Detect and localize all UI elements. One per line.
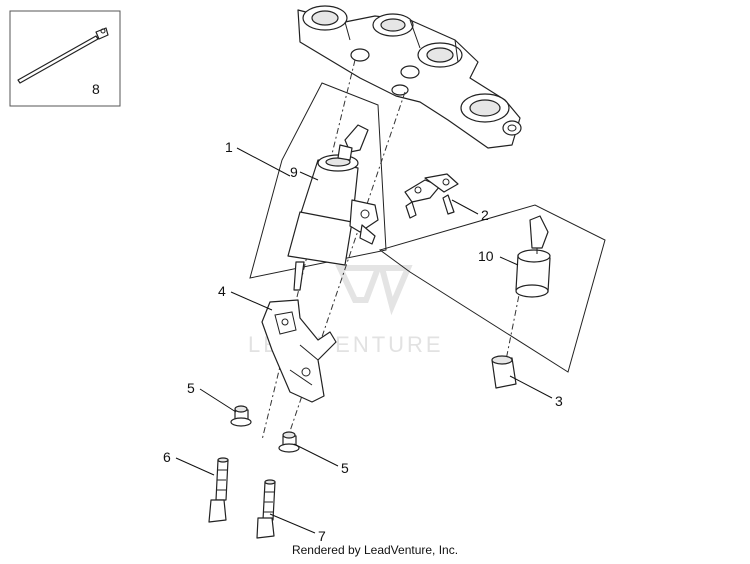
mounting-bracket	[261, 299, 337, 403]
callouts: 1 2 3 4 5 5 6 7 8 9 10	[92, 81, 563, 544]
callout-10: 10	[478, 248, 494, 264]
callout-2: 2	[481, 207, 489, 223]
callout-5-left: 5	[187, 380, 195, 396]
steering-lock-panel	[378, 204, 606, 373]
keys	[404, 173, 459, 219]
spacer-right	[278, 431, 300, 453]
ignition-switch	[287, 124, 379, 291]
steering-lock	[515, 215, 551, 298]
lock-bushing	[491, 355, 517, 389]
screw-6	[208, 457, 229, 523]
leader-lines	[175, 147, 553, 534]
footer-credit: Rendered by LeadVenture, Inc.	[291, 543, 459, 557]
callout-6: 6	[163, 449, 171, 465]
callout-1: 1	[225, 139, 233, 155]
ignition-panel	[249, 82, 387, 279]
callout-7: 7	[318, 528, 326, 544]
cable-tie	[17, 27, 109, 84]
callout-3: 3	[555, 393, 563, 409]
callout-8: 8	[92, 81, 100, 97]
callout-4: 4	[218, 283, 226, 299]
top-yoke	[297, 5, 522, 149]
screw-7	[256, 479, 276, 539]
inset-box	[9, 10, 121, 107]
spacer-left	[230, 405, 252, 427]
callout-5-right: 5	[341, 460, 349, 476]
callout-9: 9	[290, 164, 298, 180]
